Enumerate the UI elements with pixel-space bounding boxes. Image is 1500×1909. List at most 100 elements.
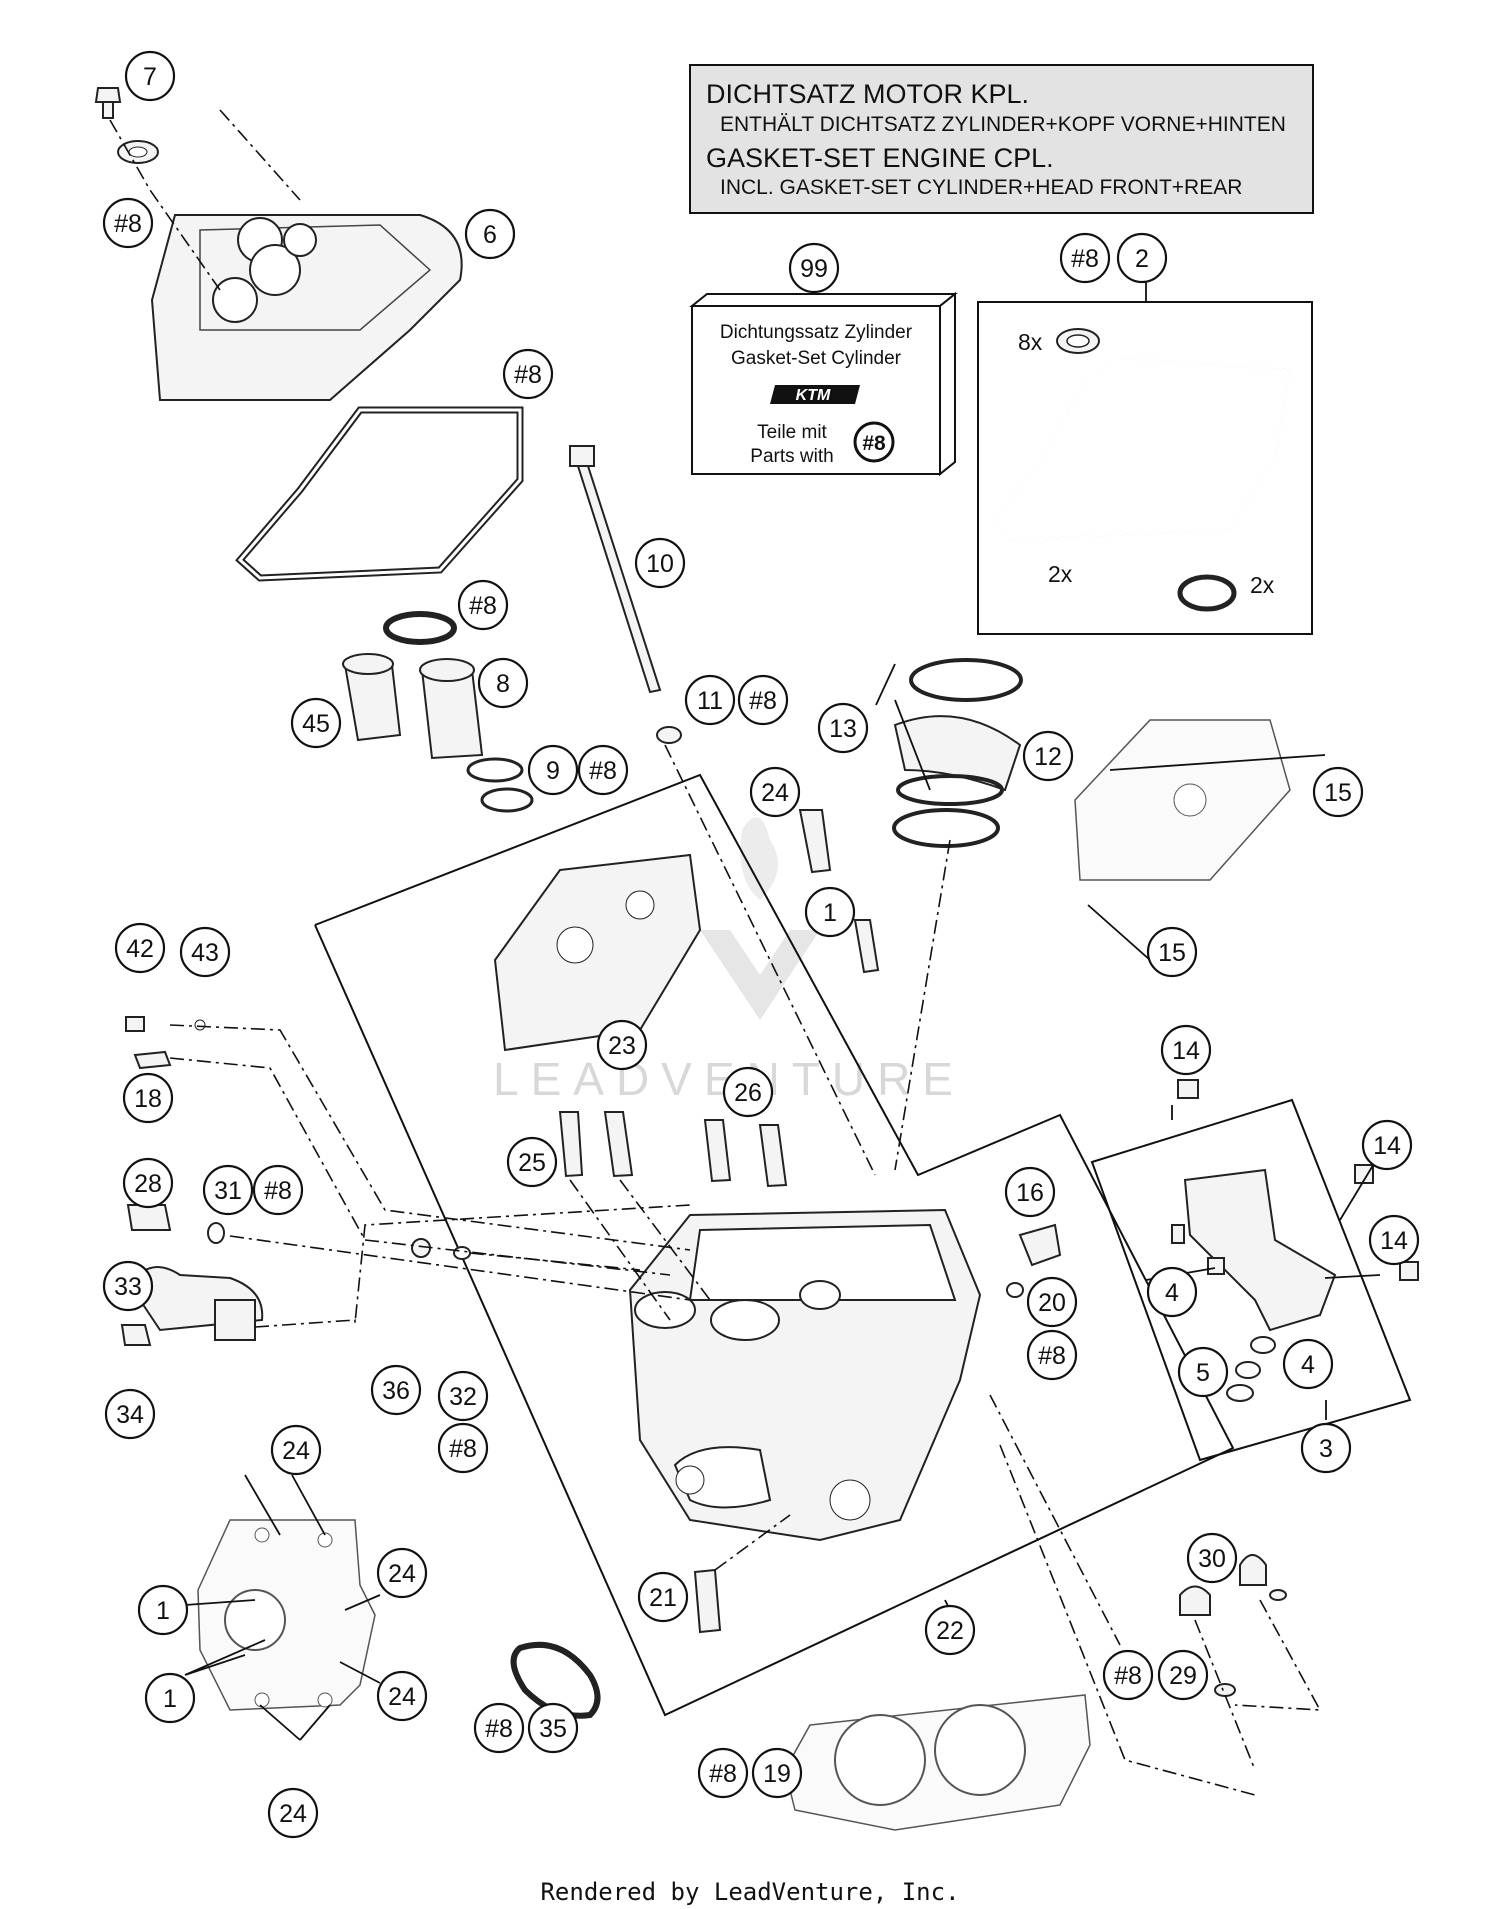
- callout-label: #8: [264, 1177, 292, 1205]
- info-line-3: GASKET-SET ENGINE CPL.: [706, 143, 1054, 173]
- callout-8b: #8: [502, 348, 554, 400]
- callout-label: 35: [539, 1715, 567, 1743]
- callout-circle: [464, 208, 516, 260]
- callout-label: #8: [589, 757, 617, 785]
- callout-circle: [684, 674, 736, 726]
- footer-credit: Rendered by LeadVenture, Inc.: [540, 1878, 959, 1906]
- callout-label: 22: [936, 1617, 964, 1645]
- callout-25: 25: [506, 1136, 558, 1188]
- callout-2: 2: [1116, 232, 1168, 284]
- callout-label: 23: [608, 1032, 636, 1060]
- kit-note-en: Parts with: [750, 446, 833, 467]
- callout-circle: [437, 1370, 489, 1422]
- callout-label: 13: [829, 715, 857, 743]
- callout-circle: [376, 1670, 428, 1722]
- callout-label: 45: [302, 710, 330, 738]
- callout-label: 6: [483, 221, 497, 249]
- callout-8h: #8: [1026, 1329, 1078, 1381]
- callout-circle: [370, 1364, 422, 1416]
- callout-label: 10: [646, 550, 674, 578]
- callout-circle: [1177, 1346, 1229, 1398]
- callout-5: 5: [1177, 1346, 1229, 1398]
- callout-label: 3: [1319, 1435, 1333, 1463]
- callout-label: 28: [134, 1170, 162, 1198]
- callout-label: 7: [143, 63, 157, 91]
- callout-11: 11: [684, 674, 736, 726]
- callout-label: #8: [749, 687, 777, 715]
- intake-flange: [892, 658, 1023, 848]
- callout-1b: 1: [137, 1584, 189, 1636]
- callout-label: 24: [388, 1683, 416, 1711]
- callout-35: 35: [527, 1702, 579, 1754]
- bolt-7: [94, 87, 159, 164]
- callout-circle: [722, 1066, 774, 1118]
- callout-30: 30: [1186, 1532, 1238, 1584]
- breather-frame: [1090, 1098, 1412, 1462]
- callout-14b: 14: [1361, 1119, 1413, 1171]
- callout-circle: [1146, 926, 1198, 978]
- callout-label: 18: [134, 1085, 162, 1113]
- gasket-kit-qty-2x-right: 2x: [1250, 572, 1275, 598]
- callout-circle: [457, 579, 509, 631]
- callout-20: 20: [1026, 1276, 1078, 1328]
- gasket-kit-qty-2x-left: 2x: [1048, 561, 1073, 587]
- callout-circle: [697, 1747, 749, 1799]
- callout-label: 33: [114, 1273, 142, 1301]
- callout-label: 21: [649, 1584, 677, 1612]
- dowel-21: [693, 1568, 722, 1634]
- callout-28: 28: [122, 1157, 174, 1209]
- breather-housing: [1171, 1079, 1419, 1402]
- callout-circle: [270, 1424, 322, 1476]
- kit-brand: KTM: [796, 387, 831, 404]
- callout-14a: 14: [1160, 1024, 1212, 1076]
- callout-6: 6: [464, 208, 516, 260]
- kit-title-en: Gasket-Set Cylinder: [731, 348, 902, 369]
- callout-42: 42: [114, 922, 166, 974]
- callout-8c: #8: [1059, 232, 1111, 284]
- callout-label: 14: [1172, 1037, 1200, 1065]
- callout-label: 29: [1169, 1662, 1197, 1690]
- sensor-16: [1006, 1223, 1062, 1298]
- callout-circle: [122, 1072, 174, 1124]
- info-line-1: DICHTSATZ MOTOR KPL.: [706, 79, 1029, 109]
- ktm-logo: KTM: [770, 385, 860, 404]
- pin-1: [853, 919, 880, 974]
- callout-label: 9: [546, 757, 560, 785]
- callout-circle: [1022, 730, 1074, 782]
- callout-circle: [114, 922, 166, 974]
- callout-24c: 24: [376, 1547, 428, 1599]
- callout-label: 14: [1373, 1132, 1401, 1160]
- callout-8a: #8: [102, 197, 154, 249]
- callout-24b: 24: [270, 1424, 322, 1476]
- callout-circle: [637, 1571, 689, 1623]
- callout-circle: [1157, 1649, 1209, 1701]
- callout-label: 31: [214, 1177, 242, 1205]
- callout-26: 26: [722, 1066, 774, 1118]
- callout-circle: [290, 697, 342, 749]
- callout-label: #8: [1071, 245, 1099, 273]
- callout-circle: [502, 348, 554, 400]
- callout-12: 12: [1022, 730, 1074, 782]
- callout-label: 42: [126, 935, 154, 963]
- callout-label: #8: [514, 361, 542, 389]
- callout-circle: [437, 1422, 489, 1474]
- callout-circle: [596, 1019, 648, 1071]
- callout-circle: [1026, 1329, 1078, 1381]
- callout-label: 20: [1038, 1289, 1066, 1317]
- callout-label: 24: [761, 779, 789, 807]
- callout-label: 12: [1034, 743, 1062, 771]
- callout-18: 18: [122, 1072, 174, 1124]
- callout-label: #8: [469, 592, 497, 620]
- callout-circle: [202, 1164, 254, 1216]
- long-stud-10: [569, 445, 682, 744]
- kit-note-de: Teile mit: [757, 422, 827, 443]
- callout-circle: [473, 1702, 525, 1754]
- callout-43: 43: [179, 926, 231, 978]
- callout-circle: [477, 657, 529, 709]
- callout-circle: [1312, 766, 1364, 818]
- kit-badge: #8: [862, 432, 886, 455]
- callout-label: #8: [1114, 1662, 1142, 1690]
- callout-32: 32: [437, 1370, 489, 1422]
- callout-33: 33: [102, 1260, 154, 1312]
- callout-label: 4: [1301, 1351, 1315, 1379]
